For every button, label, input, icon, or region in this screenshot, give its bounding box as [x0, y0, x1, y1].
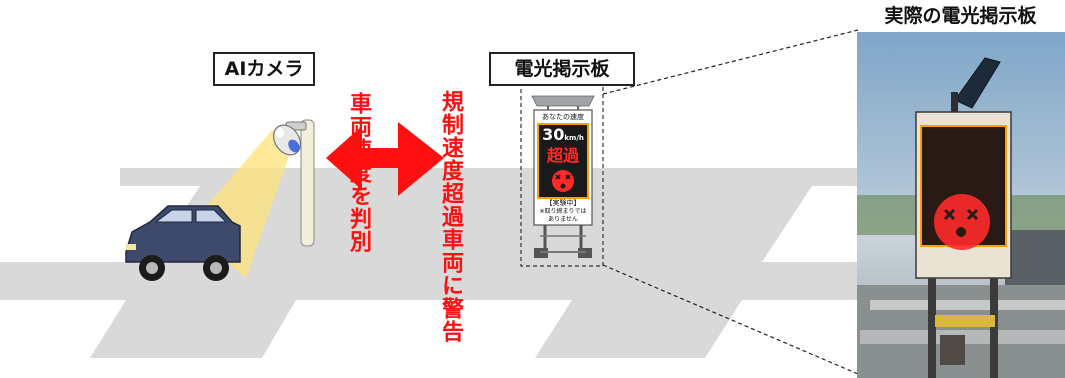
flow-text-warn-vehicle: 規制速度超過車両に警告: [438, 90, 463, 343]
road: [0, 168, 860, 358]
small-board: [531, 95, 595, 258]
connector-line-bottom: [602, 264, 859, 375]
sign-footer-3: ありません: [548, 216, 578, 223]
sign-header: あなたの速度: [542, 113, 584, 121]
face-icon: [555, 174, 571, 180]
board-frame: [520, 84, 604, 267]
camera-pole: [300, 119, 315, 247]
camera-label: AIカメラ: [213, 52, 315, 86]
photo-title: 実際の電光掲示板: [884, 5, 1037, 27]
sign-exceed: 超過: [546, 146, 579, 165]
sign-footer-1: 【実験中】: [545, 199, 581, 207]
sign-speed-number: 30: [542, 125, 565, 144]
sign-footer-2: ※取り締まりでは: [539, 208, 587, 215]
sign-speed: 30km/h: [538, 126, 588, 147]
sign-speed-unit: km/h: [564, 134, 584, 142]
flow-text-judge-speed: 車両速度を判別: [346, 92, 371, 253]
board-label: 電光掲示板: [489, 52, 635, 86]
connector-line-top: [602, 29, 859, 95]
car-icon: [125, 205, 241, 281]
board-photo: [857, 32, 1065, 378]
camera-icon: [272, 121, 307, 156]
arrow-icon: [326, 122, 444, 196]
